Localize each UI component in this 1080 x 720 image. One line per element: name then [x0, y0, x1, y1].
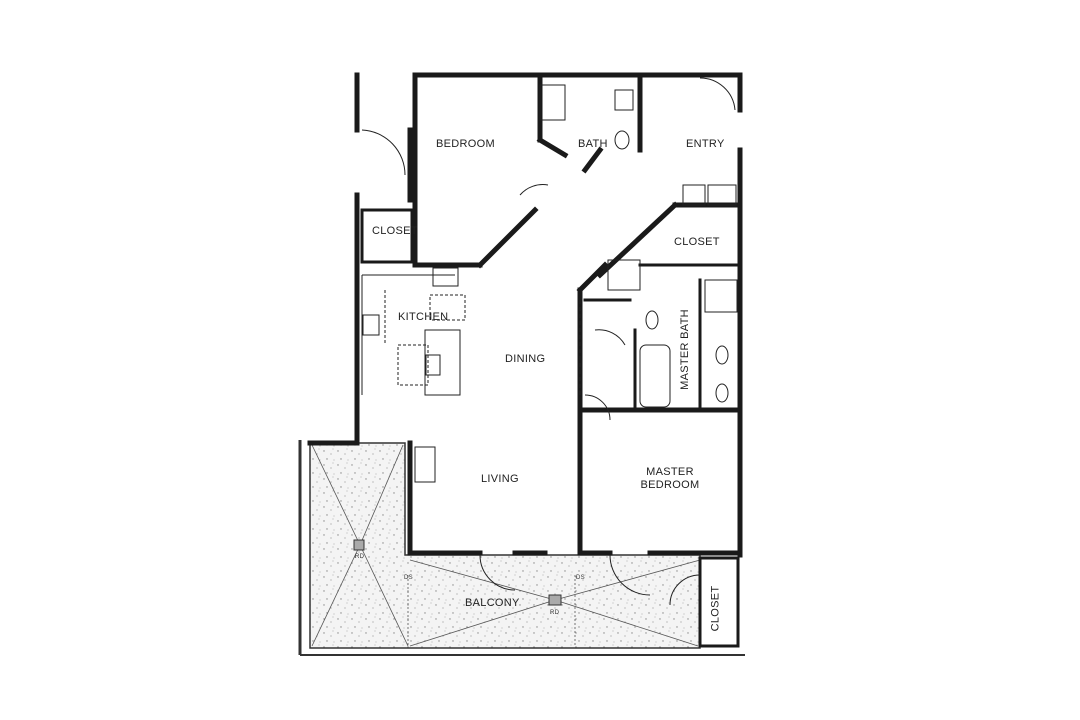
master-bedroom-line1: MASTER [646, 466, 694, 478]
room-label-balcony: BALCONY [465, 597, 520, 609]
kitchen-island [424, 329, 461, 396]
room-label-closet-left: CLOSET [372, 225, 418, 237]
kitchen-sink-icon [425, 354, 441, 376]
sink-icon [715, 345, 729, 365]
room-label-dining: DINING [505, 353, 546, 365]
room-label-kitchen: KITCHEN [398, 311, 449, 323]
door-swing-icon [669, 574, 701, 606]
room-label-closet-center: CLOSET [674, 236, 720, 248]
toilet-icon [614, 89, 634, 111]
sink-icon [715, 383, 729, 403]
room-label-bath: BATH [578, 138, 608, 150]
fireplace-icon [414, 446, 436, 483]
door-swing-icon [519, 184, 549, 196]
roof-drain-left-label: RD [355, 554, 365, 560]
washer-icon [682, 184, 706, 206]
door-swing-icon [699, 77, 736, 111]
door-swing-icon [361, 129, 406, 176]
downspout-right-label: DS [576, 575, 585, 581]
master-bedroom-line2: BEDROOM [640, 479, 700, 491]
roof-drain-center-label: RD [550, 610, 560, 616]
bathtub-icon [639, 344, 671, 408]
room-label-master-bedroom: MASTER BEDROOM [640, 466, 700, 492]
shower-icon [539, 84, 566, 121]
door-swing-icon [479, 554, 516, 591]
toilet-icon [645, 310, 659, 330]
room-label-entry: ENTRY [686, 138, 725, 150]
room-label-living: LIVING [481, 473, 519, 485]
room-label-master-bath: MASTER BATH [678, 309, 691, 390]
sink-icon [614, 130, 630, 150]
stove-icon [362, 314, 380, 336]
dryer-icon [707, 184, 737, 206]
room-label-bedroom: BEDROOM [436, 138, 495, 150]
walls [307, 72, 743, 648]
refrigerator-icon [432, 267, 459, 287]
downspout-left-label: DS [404, 575, 413, 581]
roof-drain-center-icon [548, 594, 562, 606]
door-swing-icon [584, 394, 611, 421]
shower-icon [704, 279, 738, 313]
fixtures [361, 77, 738, 606]
roof-drain-left-icon [353, 539, 365, 551]
room-label-closet-balcony: CLOSET [709, 585, 722, 632]
water-heater-icon [607, 259, 641, 291]
door-swing-icon [609, 554, 651, 596]
door-swing-icon [594, 329, 626, 346]
